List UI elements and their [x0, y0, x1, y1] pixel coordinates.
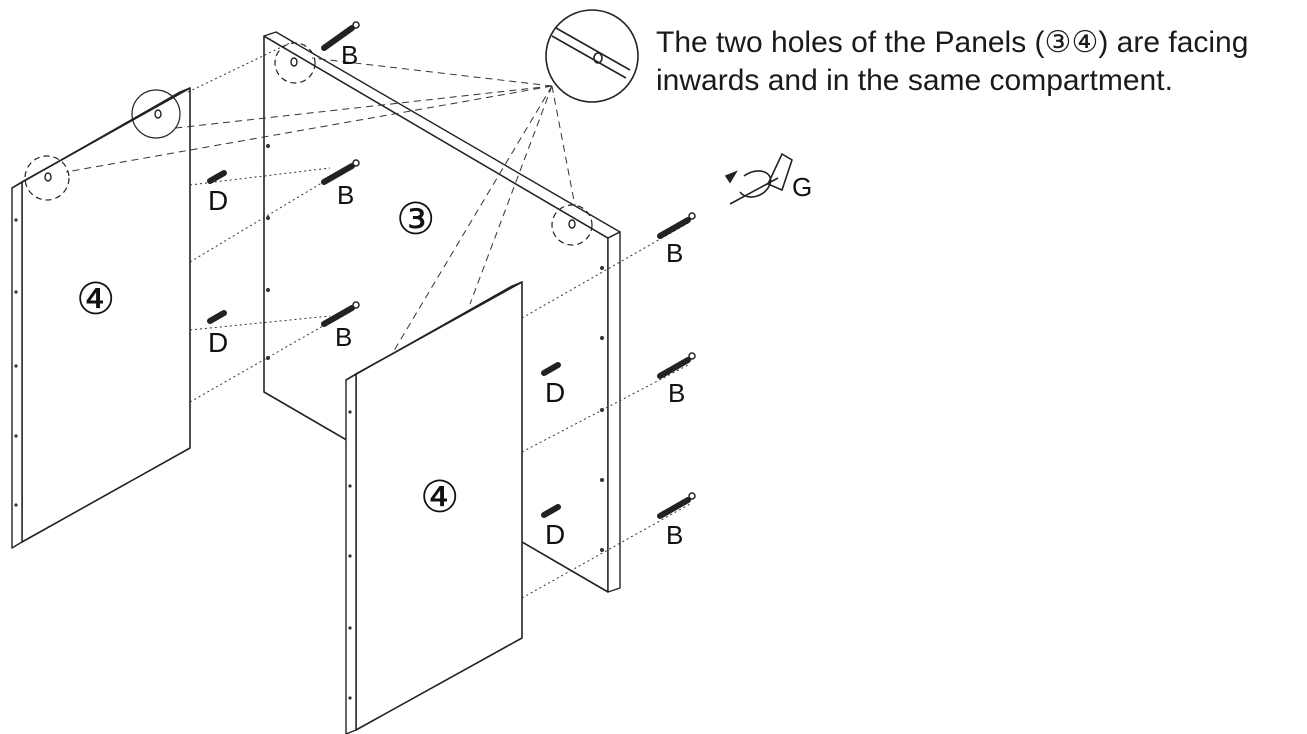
panel-number-front: ④ — [420, 472, 459, 523]
label-d-1: D — [208, 185, 228, 216]
bolt-b-4 — [657, 212, 696, 239]
label-b-3: B — [335, 322, 352, 352]
bolt-b-2 — [321, 159, 360, 185]
front-panel — [345, 281, 523, 734]
dowel-d-4 — [541, 504, 561, 518]
instruction-line-1: The two holes of the Panels (③④) are fac… — [656, 26, 1249, 59]
bolt-hardware — [321, 21, 696, 519]
part-labels: B B B B B B D D D D G — [208, 40, 812, 550]
label-d-4: D — [545, 519, 565, 550]
edge-holes — [14, 144, 604, 700]
label-d-2: D — [208, 327, 228, 358]
label-b-5: B — [668, 378, 685, 408]
instruction-note: The two holes of the Panels (③④) are fac… — [656, 24, 1301, 100]
panel-number-left: ④ — [76, 274, 115, 325]
panel-number-back: ③ — [396, 194, 435, 245]
hole-markers — [24, 42, 593, 246]
bolt-b-3 — [321, 301, 360, 327]
bolt-b-6 — [657, 492, 696, 519]
label-b-2: B — [337, 180, 354, 210]
dowel-d-1 — [207, 170, 227, 184]
instruction-line-2: inwards and in the same compartment. — [656, 64, 1173, 97]
label-b-1: B — [341, 40, 358, 70]
dowel-d-2 — [207, 310, 227, 324]
label-b-6: B — [666, 520, 683, 550]
bolt-b-5 — [657, 352, 696, 379]
dowel-d-3 — [541, 362, 561, 376]
hole-detail-callout — [545, 9, 639, 103]
dowel-hardware — [207, 170, 561, 518]
screwdriver-icon — [724, 152, 793, 205]
assembly-lines — [187, 41, 691, 599]
label-g: G — [792, 172, 812, 202]
panel-numbers: ③ ④ ④ — [76, 194, 459, 523]
bolt-b-1 — [321, 21, 360, 51]
label-b-4: B — [666, 238, 683, 268]
left-panel — [11, 87, 191, 549]
callout-lines — [65, 57, 576, 355]
label-d-3: D — [545, 377, 565, 408]
